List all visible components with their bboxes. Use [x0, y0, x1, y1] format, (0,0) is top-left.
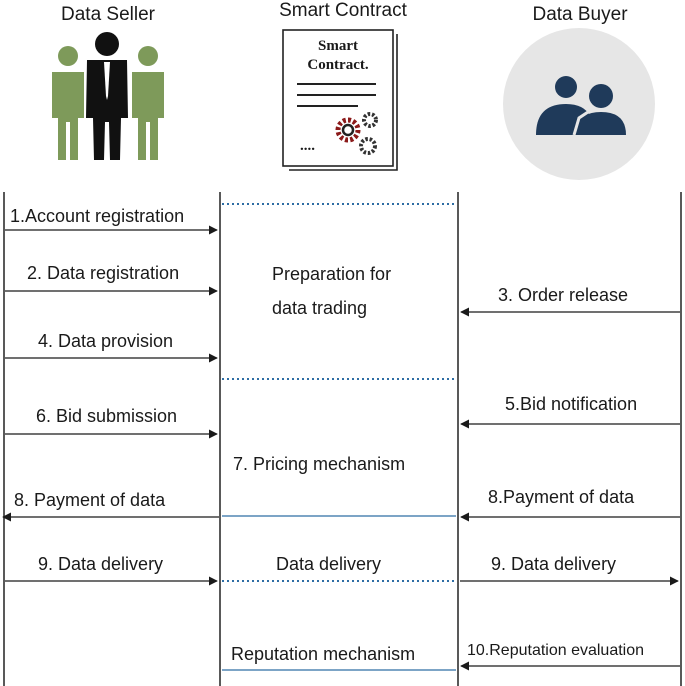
msg-payment-seller: 8. Payment of data: [14, 490, 166, 510]
msg-delivery-buyer: 9. Data delivery: [491, 554, 616, 574]
buyer-user-icon: [503, 28, 655, 180]
msg-data-provision: 4. Data provision: [38, 331, 173, 351]
msg-data-registration: 2. Data registration: [27, 263, 179, 283]
contract-header: Smart Contract: [279, 0, 407, 21]
phase-preparation-line2: data trading: [272, 298, 367, 318]
phase-delivery: Data delivery: [276, 554, 381, 574]
document-dots: ....: [300, 138, 315, 154]
phase-preparation-line1: Preparation for: [272, 264, 391, 284]
phase-pricing: 7. Pricing mechanism: [233, 454, 405, 474]
msg-payment-buyer: 8.Payment of data: [488, 487, 635, 507]
msg-order-release: 3. Order release: [498, 285, 628, 305]
msg-bid-notification: 5.Bid notification: [505, 394, 637, 414]
msg-bid-submission: 6. Bid submission: [36, 406, 177, 426]
msg-reputation-evaluation: 10.Reputation evaluation: [467, 642, 644, 659]
buyer-header: Data Buyer: [532, 4, 628, 25]
phase-reputation: Reputation mechanism: [231, 644, 415, 664]
seller-header: Data Seller: [61, 4, 156, 25]
msg-account-registration: 1.Account registration: [10, 206, 184, 226]
contract-document-icon: Smart Contract. ....: [282, 29, 398, 171]
msg-delivery-seller: 9. Data delivery: [38, 554, 163, 574]
document-title-line2: Contract.: [307, 57, 368, 73]
people-group-icon: [52, 32, 164, 160]
document-title-line1: Smart: [318, 38, 358, 54]
gear-icon: [335, 112, 378, 155]
